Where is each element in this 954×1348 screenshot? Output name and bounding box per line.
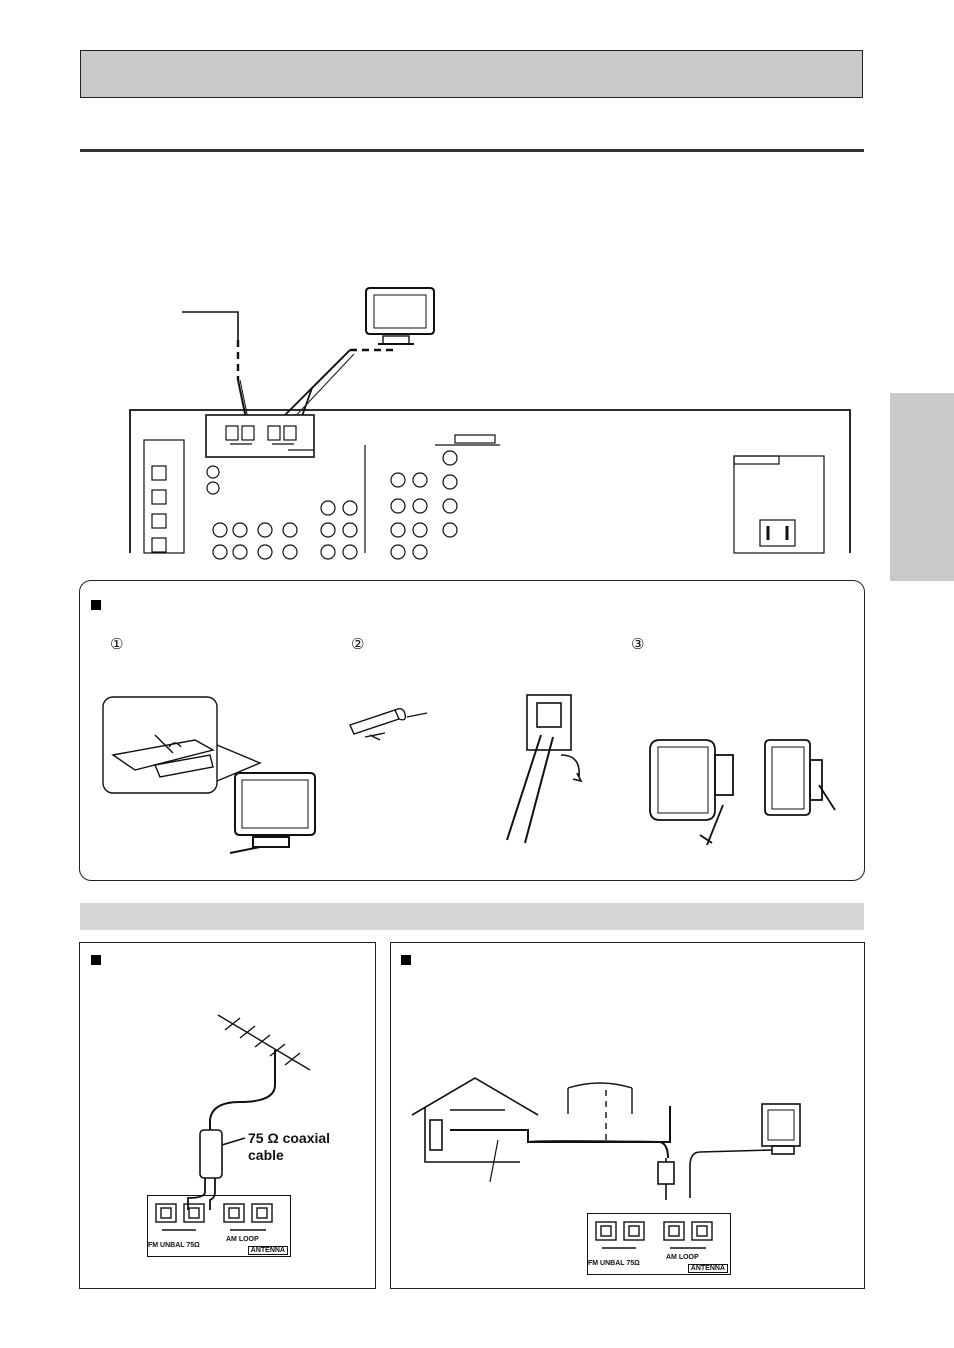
am-outdoor-illustration bbox=[411, 1077, 801, 1200]
coaxial-cable-label-line2: cable bbox=[248, 1147, 284, 1163]
loop-antenna-standing bbox=[229, 772, 316, 854]
am-terminal-label: AM LOOP bbox=[666, 1254, 699, 1261]
am-box-bullet-icon bbox=[401, 955, 411, 965]
outdoor-wire-icon bbox=[450, 1082, 671, 1159]
wire-strip-icon bbox=[349, 707, 428, 741]
small-loop-antenna-icon bbox=[657, 1103, 801, 1200]
fm-terminal-graphic bbox=[155, 1203, 273, 1231]
section-rule bbox=[80, 149, 864, 152]
am-terminal-label: AM LOOP bbox=[226, 1236, 259, 1243]
am-lead-wires bbox=[279, 348, 398, 423]
antenna-label: ANTENNA bbox=[687, 1264, 728, 1273]
fm-box-bullet-icon bbox=[91, 955, 101, 965]
assembly-step-3-number: ③ bbox=[631, 635, 645, 653]
coaxial-cable-label: 75 Ω coaxial cable bbox=[248, 1130, 330, 1164]
am-loop-antenna bbox=[365, 287, 435, 345]
stand-attach-detail bbox=[102, 696, 262, 794]
antenna-connection-diagram bbox=[129, 287, 851, 560]
assembly-step-1-number: ① bbox=[110, 635, 124, 653]
am-terminal-block: FM UNBAL 75Ω AM LOOP ANTENNA bbox=[587, 1213, 731, 1275]
coaxial-cable-label-line1: 75 Ω coaxial bbox=[248, 1130, 331, 1146]
am-terminal-graphic bbox=[595, 1221, 713, 1249]
loop-attach-icons bbox=[649, 739, 836, 846]
chapter-header-bar bbox=[80, 50, 863, 98]
terminal-lever-icon bbox=[506, 694, 583, 844]
receiver-rear-panel bbox=[129, 409, 851, 560]
assembly-step-2-number: ② bbox=[351, 635, 365, 653]
antenna-label: ANTENNA bbox=[247, 1246, 288, 1255]
outdoor-antenna-section-bar bbox=[80, 903, 864, 930]
yagi-antenna-icon bbox=[209, 1014, 311, 1130]
outdoor-fm-antenna-box bbox=[79, 942, 376, 1289]
fm-terminal-label: FM UNBAL 75Ω bbox=[148, 1242, 200, 1249]
coaxial-cable-icon bbox=[187, 1129, 246, 1210]
fm-terminal-block: FM UNBAL 75Ω AM LOOP ANTENNA bbox=[147, 1195, 291, 1257]
assembly-illustrations bbox=[102, 694, 836, 854]
fm-outdoor-illustration bbox=[187, 1014, 311, 1210]
side-index-tab bbox=[890, 393, 954, 581]
fm-terminal-label: FM UNBAL 75Ω bbox=[588, 1260, 640, 1267]
assembly-bullet-icon bbox=[91, 600, 101, 610]
outdoor-am-antenna-box bbox=[390, 942, 865, 1289]
